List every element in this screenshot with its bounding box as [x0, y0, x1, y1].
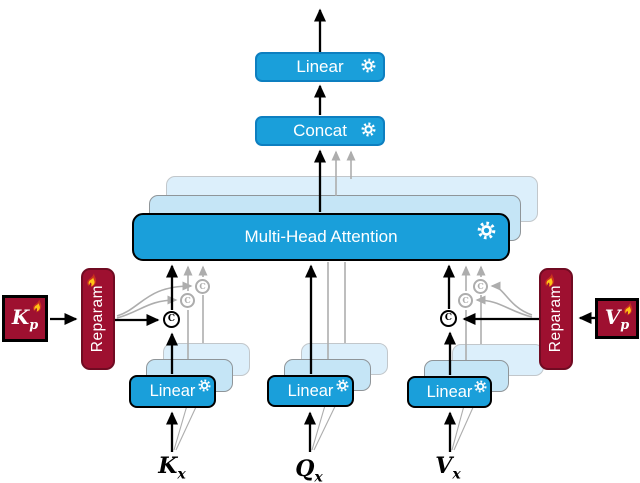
concat-junction-k-icon: C [163, 311, 180, 328]
gear-icon [336, 379, 349, 392]
flame-icon [87, 273, 97, 288]
reparam-left-box: Reparam [81, 268, 115, 370]
concat-label: Concat [293, 121, 347, 140]
linear-q-box: Linear [267, 375, 354, 407]
ghost-concat-junction-icon: C [180, 293, 195, 308]
reparam-right-label: Reparam [547, 285, 564, 353]
main-wires [50, 8, 595, 452]
linear-k-label: Linear [149, 382, 196, 400]
concat-junction-v-icon: C [440, 310, 457, 327]
prefix-k-label: Kp [11, 304, 39, 333]
reparam-right-box: Reparam [539, 268, 573, 370]
gear-icon [361, 122, 376, 137]
ghost-concat-junction-icon: C [473, 279, 488, 294]
output-linear-label: Linear [296, 57, 344, 76]
flame-icon [33, 299, 42, 313]
gear-icon [477, 221, 496, 240]
gear-icon [474, 380, 487, 393]
linear-q-label: Linear [287, 381, 334, 400]
concat-box: Concat [255, 116, 385, 146]
linear-k-box: Linear [129, 375, 216, 408]
output-linear-box: Linear [255, 52, 385, 82]
gear-icon [198, 379, 211, 392]
ghost-concat-junction-icon: C [195, 279, 210, 294]
reparam-left-label: Reparam [89, 285, 106, 353]
prefix-k-box: Kp [2, 295, 48, 342]
mha-box: Multi-Head Attention [132, 213, 510, 261]
prefix-v-box: Vp [595, 298, 639, 339]
flame-icon [545, 273, 555, 288]
ghost-head-wires [116, 150, 533, 451]
ghost-concat-junction-icon: C [458, 293, 473, 308]
flame-icon [624, 302, 633, 316]
linear-v-label: Linear [426, 382, 473, 401]
input-q-label: Qx [295, 456, 323, 483]
gear-icon [361, 58, 376, 73]
input-k-label: Kx [158, 453, 186, 483]
input-v-label: Vx [435, 453, 461, 483]
mha-label: Multi-Head Attention [244, 227, 398, 246]
linear-v-box: Linear [407, 376, 492, 408]
prefix-v-label: Vp [604, 304, 630, 333]
